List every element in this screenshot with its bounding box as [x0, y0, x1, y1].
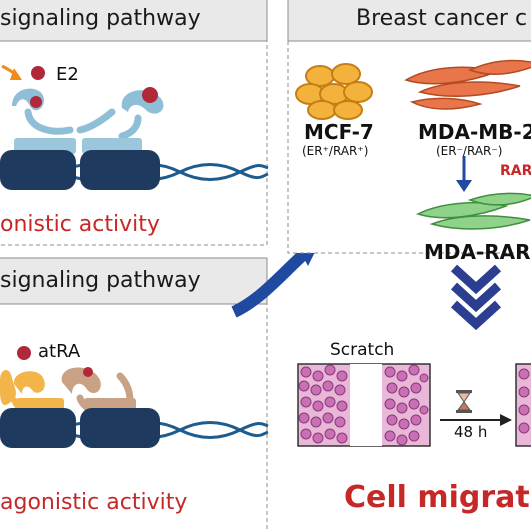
rar-panel-title: signaling pathway: [0, 268, 201, 293]
mda-rar-label: MDA-RARα: [424, 240, 531, 264]
rar-navy-block-left: [0, 408, 76, 448]
chevron-down-icon: [450, 264, 502, 331]
rar-receptor-left-a: [0, 369, 16, 406]
e2-ligand-dot: [31, 66, 45, 80]
mda-label: MDA-MB-2: [418, 120, 531, 144]
rar-panel: [0, 257, 269, 531]
scratch-assay: [297, 363, 531, 447]
transfection-label: RAR: [500, 163, 531, 179]
breast-panel-title: Breast cancer c: [356, 6, 528, 31]
er-panel: [0, 0, 269, 246]
breast-panel: [287, 0, 531, 254]
time-label: 48 h: [454, 423, 488, 441]
scratch-gap: [350, 364, 382, 446]
mda-receptors: (ER⁻/RAR⁻): [436, 144, 503, 158]
er-panel-title: signaling pathway: [0, 6, 201, 31]
breast-panel-header: [287, 0, 531, 42]
er-panel-header: [0, 0, 268, 42]
er-navy-block-right: [80, 150, 160, 190]
e2-label: E2: [56, 64, 79, 85]
er-activity-label: onistic activity: [0, 212, 160, 237]
er-arrow-head: [10, 68, 22, 80]
mcf7-label: MCF-7: [304, 120, 374, 144]
er-navy-block-left: [0, 150, 76, 190]
mda-rar-cell-cluster: [415, 192, 531, 230]
rar-activity-label: agonistic activity: [0, 490, 188, 515]
scratch-label: Scratch: [330, 340, 395, 360]
mda-cell-cluster: [404, 59, 531, 110]
mcf7-receptors: (ER⁺/RAR⁺): [302, 144, 369, 158]
mcf7-cell-cluster: [295, 63, 373, 120]
result-title: Cell migrati: [344, 480, 531, 515]
rar-receptor-left-b: [13, 371, 45, 394]
rar-panel-header: [0, 257, 268, 305]
rar-navy-block-right: [80, 408, 160, 448]
atra-label: atRA: [38, 341, 81, 362]
atra-ligand-dot: [17, 346, 31, 360]
hourglass-icon: [456, 390, 472, 413]
